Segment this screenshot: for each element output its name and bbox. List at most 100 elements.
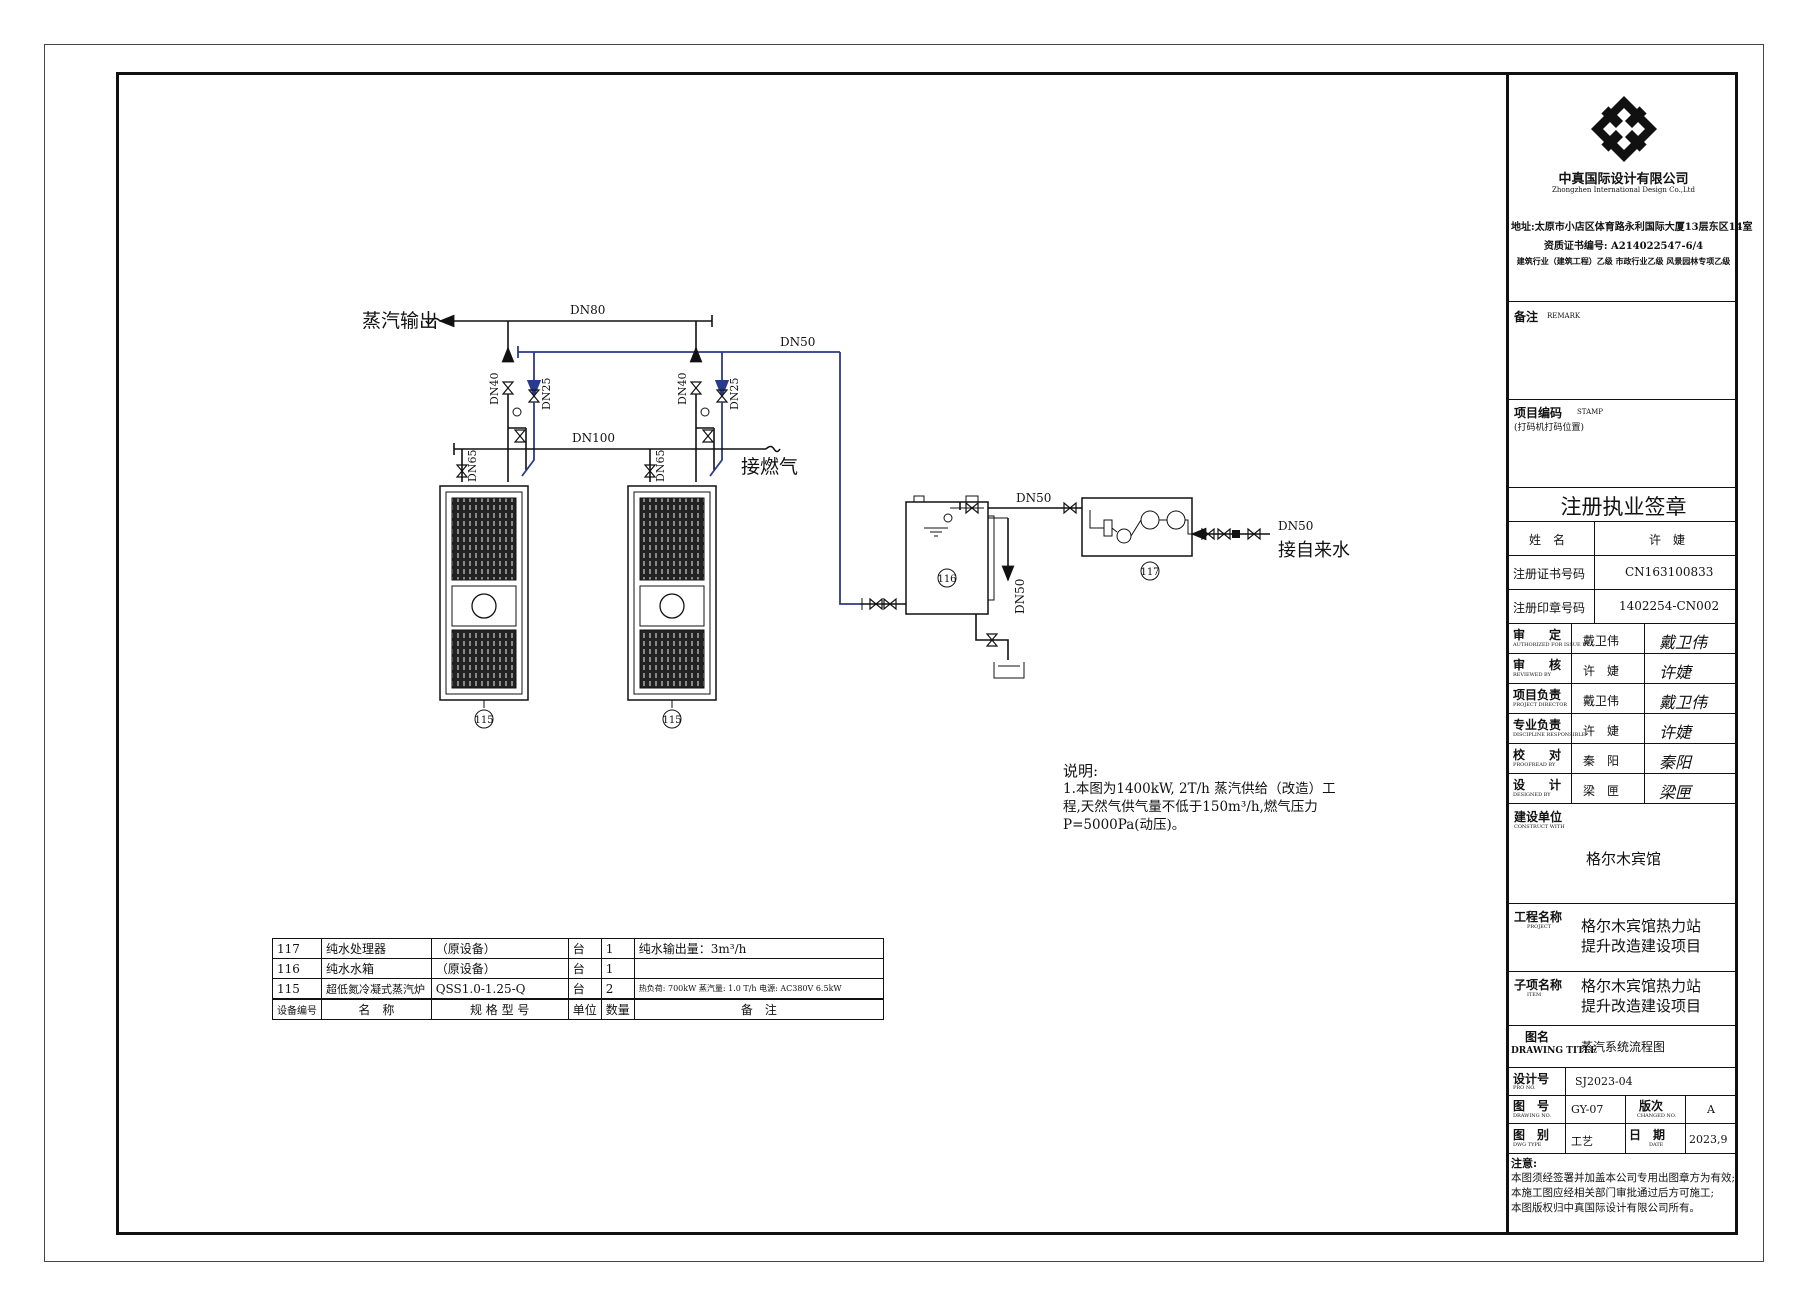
- reg-no-label: 注册证书号码: [1513, 567, 1586, 581]
- project-code-label-en: STAMP: [1577, 408, 1604, 416]
- role-signature: 戴卫伟: [1659, 693, 1708, 712]
- role-label-en: AUTHORIZED FOR ISSUE BY: [1513, 642, 1590, 648]
- notice-title: 注意:: [1511, 1157, 1538, 1170]
- role-person: 戴卫伟: [1583, 694, 1620, 708]
- steam-main-pipe: 蒸汽输出 DN80: [362, 303, 713, 332]
- reg-name-value: 许 婕: [1649, 533, 1686, 547]
- project-label: 工程名称: [1514, 910, 1563, 924]
- dn40-b-label: DN40: [676, 373, 689, 405]
- drawing-title-label-en: DRAWING TITLE: [1511, 1046, 1597, 1056]
- table-row: 115 超低氮冷凝式蒸汽炉 QSS1.0-1.25-Q 台 2 热负荷: 700…: [272, 978, 885, 1000]
- cell-no: 115: [272, 978, 322, 1000]
- project-label-en: PROJECT: [1527, 924, 1552, 930]
- design-no-label: 设计号: [1513, 1072, 1550, 1086]
- cell-unit: 台: [567, 958, 602, 979]
- role-person: 戴卫伟: [1583, 634, 1620, 648]
- table-row: 116 纯水水箱 （原设备） 台 1: [272, 958, 885, 979]
- seal-no-row: 注册印章号码 1402254-CN002: [1509, 590, 1738, 624]
- tank-inlet-valves: [860, 598, 906, 610]
- role-signature: 秦阳: [1659, 753, 1692, 772]
- category-row: 图 别 DWG TYPE 工艺 日 期 DATE 2023,9: [1509, 1124, 1738, 1154]
- project-code-label: 项目编码: [1514, 406, 1563, 420]
- role-row: 审 定 AUTHORIZED FOR ISSUE BY 戴卫伟 戴卫伟: [1509, 624, 1738, 654]
- header-name: 名 称: [321, 998, 432, 1020]
- notice-text: 注意: 本图须经签署并加盖本公司专用出图章方为有效; 本施工图应经相关部门审批通…: [1511, 1156, 1735, 1216]
- role-label: 设 计: [1513, 778, 1562, 792]
- category-label-en: DWG TYPE: [1513, 1142, 1542, 1148]
- drawing-no-label-en: DRAWING NO.: [1513, 1113, 1552, 1119]
- project-section: 工程名称 PROJECT 格尔木宾馆热力站 提升改造建设项目: [1509, 904, 1738, 972]
- notice-line-3: 本图版权归中真国际设计有限公司所有。: [1511, 1202, 1700, 1214]
- water-treatment-117: 117: [1050, 497, 1193, 581]
- cell-remark: 纯水输出量：3m³/h: [633, 938, 885, 959]
- drawing-no-value: GY-07: [1571, 1103, 1604, 1116]
- dn40-a-label: DN40: [488, 373, 501, 405]
- role-label: 校 对: [1513, 748, 1562, 762]
- dn100-label: DN100: [572, 431, 615, 445]
- version-label-en: CHANGED NO.: [1637, 1113, 1677, 1119]
- notes-line-2: 程,天然气供气量不低于150m³/h,燃气压力: [1063, 799, 1318, 815]
- drawing-title-section: 图名 DRAWING TITLE 蒸汽系统流程图: [1509, 1026, 1738, 1068]
- role-label: 审 定: [1513, 628, 1562, 642]
- dn65-a-label: DN65: [466, 450, 479, 482]
- client-section: 建设单位 CONSTRUCT WITH 格尔木宾馆: [1509, 804, 1738, 904]
- role-label-en: DESIGNED BY: [1513, 792, 1551, 798]
- cell-no: 116: [272, 958, 322, 979]
- project-code-hint: (打码机打码位置): [1514, 423, 1585, 433]
- project-name-line-1: 格尔木宾馆热力站: [1581, 917, 1702, 935]
- dn50-water-label: DN50: [1278, 519, 1313, 533]
- version-value: A: [1707, 1103, 1715, 1116]
- header-unit: 单位: [567, 998, 602, 1020]
- role-label: 审 核: [1513, 658, 1562, 672]
- date-label: 日 期: [1629, 1128, 1666, 1142]
- notice-line-2: 本施工图应经相关部门审批通过后方可施工;: [1511, 1187, 1715, 1199]
- item-label: 子项名称: [1514, 978, 1563, 992]
- design-no-label-en: PRO NO.: [1513, 1085, 1536, 1091]
- category-label: 图 别: [1513, 1128, 1550, 1142]
- pure-water-tank-116: 116 DN50: [905, 491, 1051, 615]
- dn80-label: DN80: [570, 303, 605, 317]
- company-cert: 资质证书编号: A214022547-6/4: [1543, 241, 1704, 252]
- cell-spec: （原设备）: [430, 958, 569, 979]
- role-row: 专业负责 DISCIPLINE RESPONSIBLE 许 婕 许婕: [1509, 714, 1738, 744]
- header-spec: 规 格 型 号: [430, 998, 569, 1020]
- company-name-en: Zhongzhen International Design Co.,Ltd: [1552, 186, 1695, 194]
- reg-stamp-title-row: 注册执业签章: [1509, 488, 1738, 522]
- tag-115-b: 115: [662, 715, 681, 726]
- dn25-b-label: DN25: [728, 378, 741, 410]
- header-no: 设备编号: [272, 998, 322, 1020]
- project-name-line-2: 提升改造建设项目: [1581, 937, 1702, 955]
- header-remark: 备 注: [633, 998, 885, 1020]
- company-address: 地址:太原市小店区体育路永利国际大厦13层东区14室: [1511, 222, 1753, 233]
- role-label-en: DISCIPLINE RESPONSIBLE: [1513, 732, 1586, 738]
- remark-label-en: REMARK: [1547, 312, 1581, 320]
- dn50-tank-label: DN50: [1016, 491, 1051, 505]
- cell-qty: 1: [600, 958, 635, 979]
- cell-name: 超低氮冷凝式蒸汽炉: [321, 978, 432, 1000]
- item-label-en: ITEM: [1527, 992, 1542, 998]
- dn50-return-label: DN50: [780, 335, 815, 349]
- role-signature: 许婕: [1659, 723, 1692, 742]
- role-label: 项目负责: [1513, 688, 1562, 702]
- cell-name: 纯水水箱: [321, 958, 432, 979]
- reg-name-row: 姓 名 许 婕: [1509, 522, 1738, 556]
- tap-water-label: 接自来水: [1278, 540, 1350, 561]
- tag-115-a: 115: [474, 715, 493, 726]
- drawing-title-label: 图名: [1525, 1030, 1550, 1044]
- notes-title: 说明:: [1063, 762, 1099, 780]
- reg-name-label: 姓 名: [1529, 533, 1566, 547]
- project-code-section: 项目编码 STAMP (打码机打码位置): [1509, 400, 1738, 488]
- role-person: 许 婕: [1583, 664, 1620, 678]
- role-label: 专业负责: [1513, 718, 1562, 732]
- reg-stamp-title: 注册执业签章: [1560, 495, 1687, 519]
- seal-no-value: 1402254-CN002: [1619, 599, 1720, 613]
- item-section: 子项名称 ITEM 格尔木宾馆热力站 提升改造建设项目: [1509, 972, 1738, 1026]
- cell-spec: （原设备）: [430, 938, 569, 959]
- header-qty: 数量: [600, 998, 635, 1020]
- cell-qty: 2: [600, 978, 635, 1000]
- seal-no-label: 注册印章号码: [1513, 601, 1586, 615]
- date-value: 2023,9: [1689, 1133, 1728, 1146]
- role-row: 审 核 REVIEWED BY 许 婕 许婕: [1509, 654, 1738, 684]
- tag-116: 116: [937, 574, 956, 585]
